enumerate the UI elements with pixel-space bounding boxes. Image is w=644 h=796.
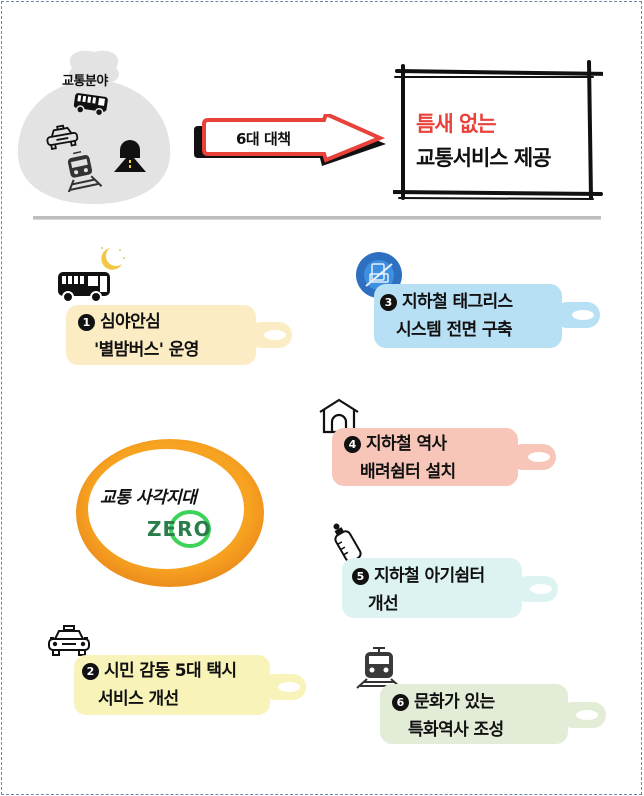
tag-body: [380, 684, 568, 744]
goal-line-2: 교통서비스 제공: [416, 146, 552, 170]
measure-1-line1: 심야안심: [100, 312, 161, 332]
measure-2-line2: 서비스 개선: [98, 689, 179, 709]
measure-2-number: 2: [82, 663, 99, 680]
bus-icon: [73, 93, 108, 117]
badge-zero: ZERO: [147, 517, 212, 541]
tag-hole: [530, 584, 552, 594]
night-bus-icon: [58, 272, 110, 303]
moon-icon: [101, 247, 125, 270]
section-divider: [33, 216, 601, 220]
measure-2-line1: 시민 감동 5대 택시: [104, 661, 237, 681]
badge-title: 교통 사각지대: [100, 488, 197, 508]
tag-hole: [576, 710, 598, 720]
measure-4-number: 4: [344, 436, 361, 453]
measure-1-line2: '별밤버스' 운영: [94, 340, 199, 360]
tag-hole: [528, 452, 550, 462]
measure-4-line2: 배려쉼터 설치: [360, 462, 456, 482]
tag-hole: [278, 682, 300, 692]
goal-line-1: 틈새 없는: [416, 112, 497, 136]
measure-4-line1: 지하철 역사: [366, 434, 447, 454]
measure-3-line2: 시스템 전면 구축: [396, 320, 513, 340]
blind-spot-zero-badge: [76, 439, 264, 587]
tag-body: [332, 428, 518, 486]
tunnel-road-icon: [114, 140, 146, 172]
measure-1-number: 1: [78, 314, 95, 331]
measure-6-line1: 문화가 있는: [414, 692, 495, 712]
tag-body: [342, 558, 522, 618]
taxi-icon: [46, 124, 79, 150]
tag-hole: [264, 330, 286, 340]
arrow-label: 6대 대책: [236, 130, 291, 148]
six-measures-arrow: [194, 114, 386, 166]
measure-3-number: 3: [380, 294, 397, 311]
tag-hole: [572, 310, 594, 320]
train-icon: [356, 647, 402, 689]
tag-body: [66, 305, 256, 365]
measure-6-line2: 특화역사 조성: [408, 720, 504, 740]
measure-3-line1: 지하철 태그리스: [402, 292, 513, 312]
measure-5-line1: 지하철 아기쉼터: [374, 566, 485, 586]
train-icon: [67, 151, 103, 192]
taxi-icon: [48, 625, 90, 656]
tag-body: [374, 284, 562, 348]
measure-6-number: 6: [392, 694, 409, 711]
category-label: 교통분야: [62, 74, 108, 89]
tag-body: [74, 655, 270, 715]
measure-5-line2: 개선: [368, 594, 399, 614]
measure-5-number: 5: [352, 568, 369, 585]
goal-frame: [393, 60, 603, 200]
